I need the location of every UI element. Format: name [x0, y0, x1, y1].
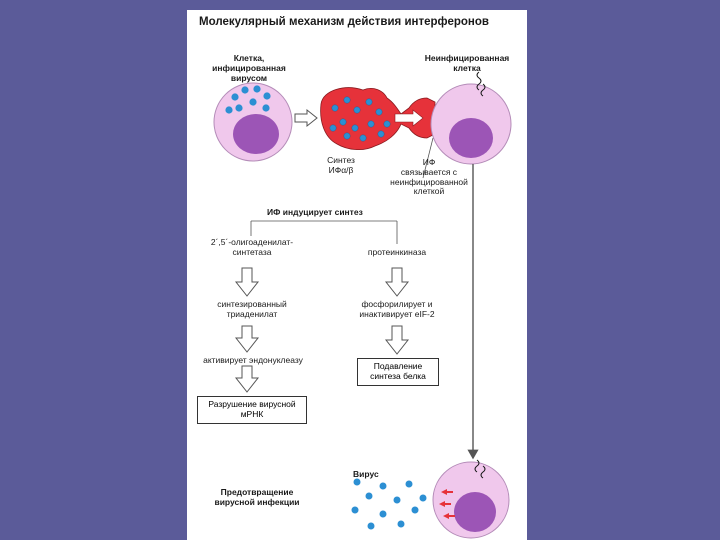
- blocking-arrows: [439, 489, 455, 519]
- binding-label-line3: неинфицированной: [390, 176, 468, 187]
- mrna-destruction-line1: Разрушение вирусной: [208, 399, 296, 410]
- synthesized-triadenylate: синтезированный триаденилат: [197, 299, 307, 320]
- synthesized-triadenylate-line2: триаденилат: [226, 308, 278, 319]
- diagram-graphics: [213, 71, 512, 539]
- uninfected-cell: [430, 71, 512, 165]
- right-arrow-2: [384, 325, 410, 355]
- outline-arrow-to-interferon: [294, 108, 318, 128]
- left-arrow-2: [234, 325, 260, 353]
- infected-cell-label-line2: инфицированная вирусом: [212, 62, 286, 83]
- protein-synthesis-suppression-line2: синтеза белка: [370, 371, 426, 381]
- protected-cell: [432, 459, 510, 539]
- mrna-destruction-line2: мРНК: [240, 409, 264, 419]
- uninfected-cell-label: Неинфицированная клетка: [411, 53, 523, 74]
- infected-cell-label-line1: Клетка,: [233, 53, 265, 63]
- infected-cell-viruses: [225, 85, 271, 114]
- binding-label-line2: связывается с: [400, 166, 458, 177]
- oligoadenylate-synthetase-line1: 2´,5´-олигоаденилат-: [210, 237, 294, 247]
- synthesis-label: Синтез ИФα/β: [321, 155, 361, 176]
- phosphorylates-eif2-line1: фосфорилирует и: [361, 299, 433, 309]
- left-arrow-3: [234, 365, 260, 393]
- prevention-label-line1: Предотвращение: [220, 487, 294, 497]
- synthesis-label-line1: Синтез: [327, 155, 355, 165]
- protein-synthesis-suppression-line1: Подавление: [373, 361, 423, 372]
- synthesis-label-line2: ИФα/β: [328, 164, 354, 175]
- interferon-blob: [320, 87, 436, 150]
- page-title: Молекулярный механизм действия интерферо…: [199, 16, 489, 28]
- phosphorylates-eif2: фосфорилирует и инактивирует eIF-2: [347, 299, 447, 320]
- binding-label: ИФ связывается с неинфицированной клетко…: [381, 157, 477, 197]
- prevention-label-line2: вирусной инфекции: [214, 496, 300, 507]
- mrna-destruction-box: Разрушение вирусной мРНК: [197, 396, 307, 424]
- prevention-label: Предотвращение вирусной инфекции: [197, 487, 317, 508]
- synthesized-triadenylate-line1: синтезированный: [217, 299, 287, 309]
- infected-cell-label: Клетка, инфицированная вирусом: [193, 53, 305, 83]
- oligoadenylate-synthetase-line2: синтетаза: [232, 246, 272, 257]
- interferon-dots: [329, 96, 391, 142]
- protein-synthesis-suppression-box: Подавление синтеза белка: [357, 358, 439, 386]
- uninfected-cell-label-line2: клетка: [453, 62, 481, 73]
- virus-label: Вирус: [353, 469, 379, 479]
- binding-label-line1: ИФ: [422, 157, 436, 167]
- phosphorylates-eif2-line2: инактивирует eIF-2: [359, 308, 435, 319]
- uninfected-cell-label-line1: Неинфицированная: [424, 53, 510, 63]
- infected-cell: [213, 82, 293, 162]
- oligoadenylate-synthetase: 2´,5´-олигоаденилат- синтетаза: [197, 237, 307, 258]
- free-viruses: [351, 478, 427, 530]
- activates-endonuclease: активирует эндонуклеазу: [203, 355, 303, 365]
- protein-kinase: протеинкиназа: [367, 247, 427, 257]
- uninfected-cell-receptor-squiggle: [476, 71, 482, 91]
- right-arrow-1: [384, 267, 410, 297]
- left-arrow-1: [234, 267, 260, 297]
- induces-synthesis-label: ИФ индуцирует синтез: [267, 207, 363, 217]
- binding-label-line4: клеткой: [413, 186, 445, 197]
- slide-panel: Молекулярный механизм действия интерферо…: [187, 10, 527, 540]
